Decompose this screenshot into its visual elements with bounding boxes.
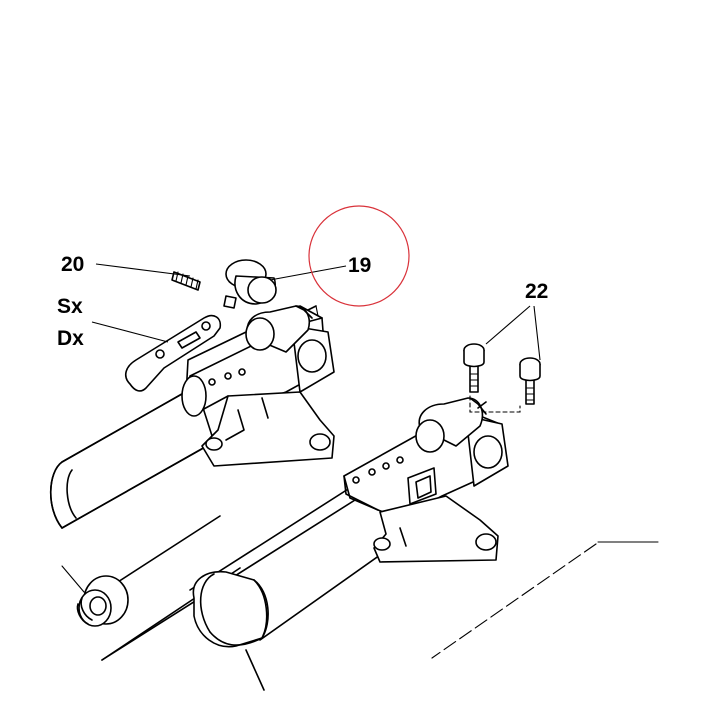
right-tube-collar [192,571,269,648]
left-end-cap [61,565,129,627]
leader-lines [91,263,541,361]
highlight-circle [308,205,410,307]
part-22-bolt-left [463,343,485,393]
part-sx-dx-lever [124,314,222,392]
left-clamp [181,305,335,467]
part-22-bolt-right [519,357,541,405]
callout-19: 19 [348,254,371,277]
part-19-knob [223,259,277,309]
callout-22: 22 [525,280,548,303]
callout-20: 20 [61,253,84,276]
centre-lines [315,305,659,659]
right-clamp [343,397,509,563]
callout-sx: Sx [57,295,83,318]
callout-dx: Dx [57,327,84,350]
part-20-pin [171,271,201,291]
